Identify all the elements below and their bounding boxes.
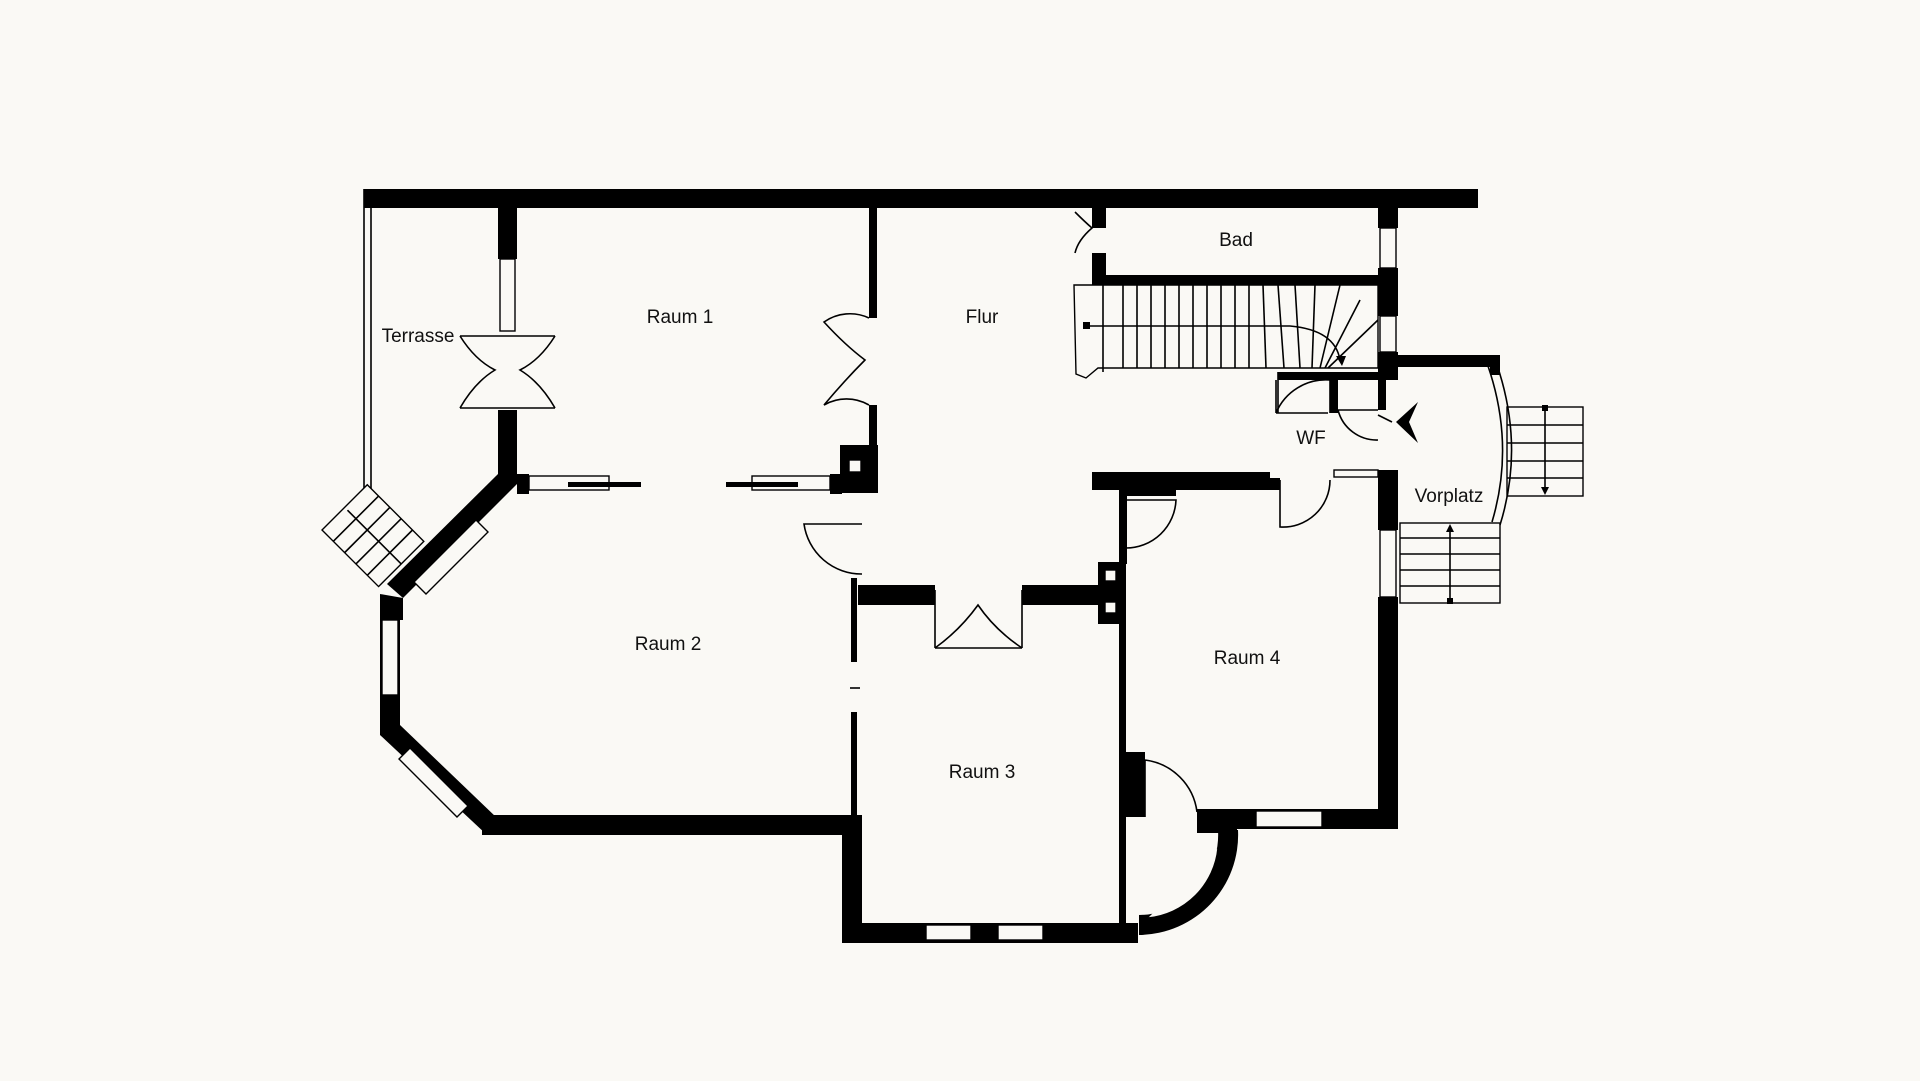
wall-raum3-east (1119, 560, 1126, 930)
window-wf-south (1333, 469, 1379, 478)
wall-wf-partition (1330, 380, 1338, 413)
door-wf-entry-leaf (1275, 379, 1331, 414)
window-raum3-south-left (925, 924, 972, 941)
stair-vorplatz-upper (1506, 405, 1584, 497)
room-labels: Raum 1 Flur Bad Terrasse WF Vorplatz Rau… (382, 230, 1484, 783)
door-terrasse-leaf-left (459, 335, 497, 409)
wall-vorplatz-corner (1490, 355, 1500, 375)
wall-top (364, 189, 1478, 208)
label-vorplatz: Vorplatz (1415, 486, 1484, 507)
walls (364, 189, 1500, 943)
wall-raum2-diag-nw (387, 474, 517, 598)
wall-wf-north (1278, 372, 1398, 380)
window-raum2-west (381, 619, 399, 696)
wall-raum4-north (1092, 472, 1270, 490)
window-raum2-diag-nw (413, 519, 489, 595)
window-raum1-west (499, 258, 516, 332)
terrace-railing (363, 189, 372, 492)
stair-internal-outline (1073, 284, 1379, 379)
wall-raum3-west-lower (842, 815, 862, 943)
door-flur-raum2 (803, 523, 863, 575)
wall-bad-south (1092, 275, 1382, 285)
stair-vorplatz-lower (1399, 522, 1501, 604)
column-hole-upper (1104, 569, 1117, 582)
wall-raum2-raum3-partition-upper (851, 578, 857, 662)
door-raum1-sliding-right-panel (726, 482, 798, 487)
label-flur: Flur (966, 307, 999, 328)
window-bay-tower (1147, 847, 1219, 919)
wall-raum1-flur-upper (869, 208, 877, 318)
stairs (321, 284, 1584, 604)
door-raum1-sliding-left-panel (568, 482, 641, 487)
windows (381, 227, 1397, 941)
window-raum3-south-right (997, 924, 1044, 941)
wall-bay-tower-top (1197, 809, 1237, 833)
wall-raum3-south (842, 923, 1138, 943)
window-stair-east (1379, 315, 1397, 353)
door-raum4-bay (1144, 759, 1198, 817)
entrance-arrow-icon (1396, 402, 1418, 443)
wall-bay-tower (1139, 830, 1239, 935)
window-raum2-diag-sw (398, 747, 469, 818)
wall-raum1-west-upper (498, 189, 517, 259)
window-raum4-east (1379, 529, 1397, 598)
stair-internal-start (1083, 322, 1090, 329)
doors (459, 211, 1393, 817)
label-bad: Bad (1219, 230, 1253, 251)
wall-east-top (1378, 208, 1398, 228)
wall-vorplatz-north (1385, 355, 1495, 367)
window-raum4-south (1255, 810, 1323, 828)
door-entrance (1337, 409, 1379, 441)
column-hole-lower (1104, 601, 1117, 614)
wall-raum4-north-lip (1120, 490, 1176, 496)
label-raum2: Raum 2 (635, 634, 702, 655)
wall-raum1-south-stub-right (830, 474, 842, 494)
wall-raum4-east-upper (1378, 470, 1398, 530)
window-bad-east (1379, 227, 1397, 269)
wall-raum4-west-upper (1119, 484, 1127, 564)
wall-raum4-east-lower (1378, 597, 1398, 827)
door-entrance-threshold (1377, 414, 1393, 423)
wall-raum1-flur-lower (869, 405, 877, 447)
vorplatz-canopy-outer (1495, 361, 1513, 526)
door-bad-fold (1074, 211, 1094, 254)
wall-wf-east (1378, 380, 1386, 410)
stair-terrace (321, 483, 425, 588)
wall-raum4-west-lower (1119, 752, 1145, 817)
door-raum4 (1125, 499, 1177, 549)
wall-east-mid (1378, 268, 1398, 316)
wall-raum2-south (482, 815, 862, 835)
label-raum3: Raum 3 (949, 762, 1016, 783)
wall-raum2-raum3-partition-lower (851, 712, 857, 822)
door-raum3-leaves (934, 603, 1023, 649)
column-hole-raum1 (848, 459, 862, 473)
door-wf (1279, 479, 1331, 528)
stair-internal-direction-line (1086, 325, 1341, 361)
door-raum1-flur (822, 312, 870, 406)
door-raum3-frame (934, 590, 1023, 649)
wall-bad-west-mid (1092, 253, 1106, 275)
wall-raum3-north-left (858, 585, 935, 605)
door-terrasse-leaf-right (518, 335, 556, 409)
label-terrasse: Terrasse (382, 326, 455, 347)
wall-bad-west-top (1092, 208, 1106, 228)
label-raum1: Raum 1 (647, 307, 714, 328)
label-raum4: Raum 4 (1214, 648, 1281, 669)
label-wf: WF (1296, 428, 1326, 449)
wall-raum4-north-stub (1268, 478, 1280, 490)
wall-raum3-north-right (1022, 585, 1099, 605)
wall-raum1-west-lower (498, 410, 517, 474)
stair-internal-arrow (1336, 356, 1346, 366)
wall-raum1-south-stub-left (517, 474, 529, 494)
vorplatz-canopy-inner (1487, 365, 1504, 523)
